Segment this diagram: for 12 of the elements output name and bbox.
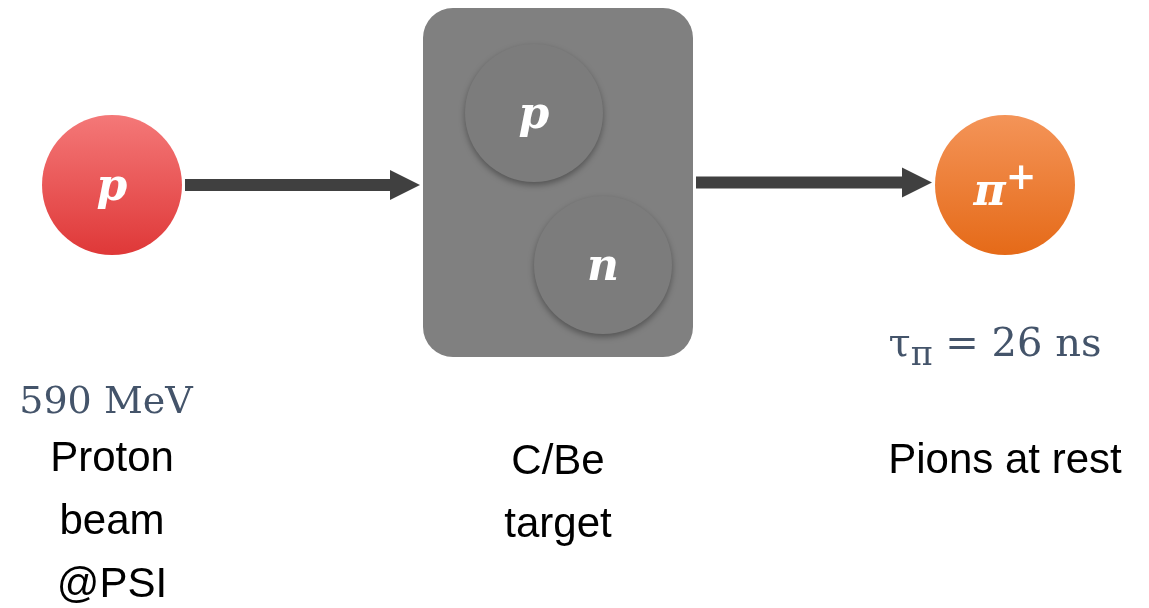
caption-text: C/Be target [503, 435, 613, 548]
caption-text: Pions at rest [887, 434, 1123, 484]
arrow [185, 170, 420, 200]
arrow [696, 167, 932, 198]
target-box [423, 8, 693, 357]
caption-text: Proton beam @PSI [49, 432, 175, 608]
particle-symbol: π$^{+}$ [973, 158, 1037, 212]
particle-symbol: p [96, 163, 128, 207]
particle-symbol: p [518, 91, 550, 135]
value-label: 590 MeV [18, 377, 195, 424]
value-label: τ$_{π}$ = 26 ns [887, 318, 1103, 375]
particle-symbol: n [587, 243, 619, 287]
